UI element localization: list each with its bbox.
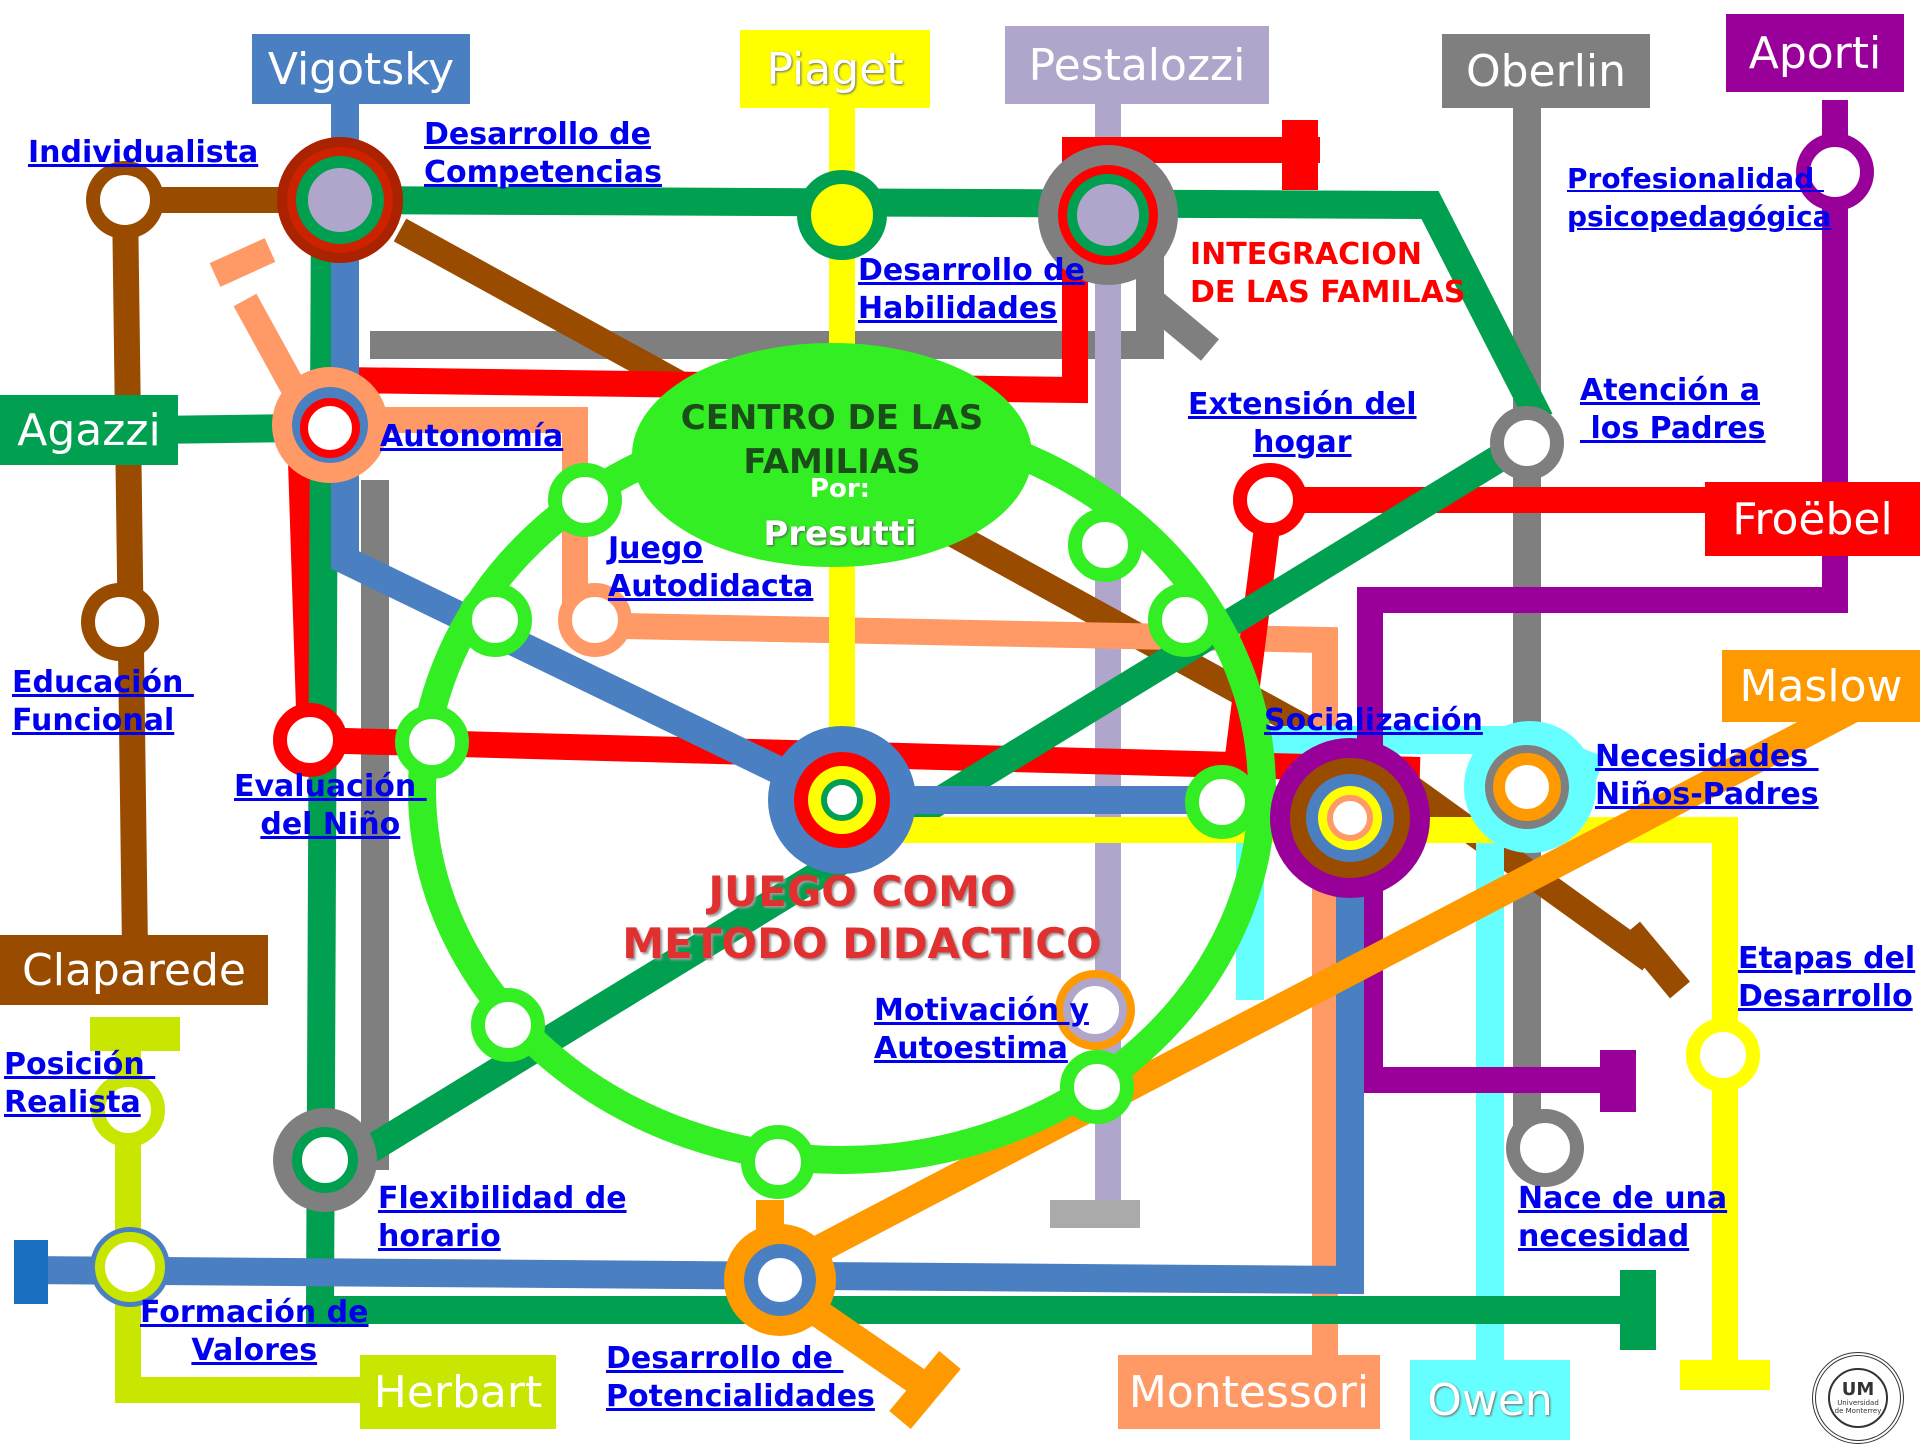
centro-author: Presutti [763, 514, 917, 554]
herbart-line [90, 1017, 380, 1403]
ring-stations [395, 463, 1259, 1199]
station-extension-hogar[interactable]: Extensión del hogar [1188, 387, 1417, 460]
line-label-maslow[interactable]: Maslow [1722, 650, 1920, 722]
aporti-line [1357, 100, 1848, 1112]
station-autonomia[interactable]: Autonomía [380, 419, 564, 454]
seal-text: Universidad de Monterrey [1834, 1399, 1882, 1415]
line-label-piaget[interactable]: Piaget [740, 30, 930, 108]
university-seal: UM Universidad de Monterrey [1812, 1352, 1904, 1444]
station-necesidades[interactable]: Necesidades Niños-Padres [1595, 739, 1819, 812]
station-individualista[interactable]: Individualista [28, 135, 259, 170]
station-flexibilidad[interactable]: Flexibilidad de horario [378, 1181, 627, 1254]
vigotsky-line [14, 100, 1364, 1304]
station-desarrollo-potencialidades[interactable]: Desarrollo de Potencialidades [606, 1341, 875, 1414]
station-etapas-desarrollo[interactable]: Etapas del Desarrollo [1738, 941, 1916, 1014]
line-label-agazzi[interactable]: Agazzi [0, 395, 178, 465]
line-label-herbart[interactable]: Herbart [360, 1355, 556, 1429]
station-atencion-padres[interactable]: Atención a los Padres [1580, 373, 1766, 446]
station-integracion: INTEGRACION DE LAS FAMILAS [1190, 237, 1466, 310]
station-formacion-valores[interactable]: Formación de Valores [140, 1295, 369, 1368]
line-label-froebel[interactable]: Froëbel [1705, 482, 1920, 556]
station-educacion-funcional[interactable]: Educación Funcional [12, 665, 184, 738]
station-markers [81, 133, 1874, 1336]
line-label-aporti[interactable]: Aporti [1726, 14, 1904, 92]
line-label-vigotsky[interactable]: Vigotsky [252, 34, 470, 104]
station-nace-necesidad[interactable]: Nace de una necesidad [1518, 1181, 1728, 1254]
station-motivacion[interactable]: Motivación y Autoestima [874, 993, 1089, 1066]
station-desarrollo-habilidades[interactable]: Desarrollo de Habilidades [858, 253, 1085, 326]
centro-title: CENTRO DE LAS FAMILIAS [680, 398, 984, 482]
station-juego-autodidacta[interactable]: Juego Autodidacta [608, 531, 814, 604]
line-label-montessori[interactable]: Montessori [1118, 1355, 1380, 1429]
centro-ellipse [632, 343, 1032, 567]
hub-title: JUEGO COMO METODO DIDACTICO [622, 867, 1102, 968]
seal-logo-icon: UM [1841, 1379, 1875, 1400]
station-desarrollo-competencias[interactable]: Desarrollo de Competencias [424, 117, 662, 190]
line-label-pestalozzi[interactable]: Pestalozzi [1005, 26, 1269, 104]
line-label-owen[interactable]: Owen [1410, 1360, 1570, 1440]
station-evaluacion-nino[interactable]: Evaluación del Niño [234, 769, 417, 842]
line-label-oberlin[interactable]: Oberlin [1442, 34, 1650, 108]
station-posicion-realista[interactable]: Posición Realista [4, 1047, 145, 1120]
station-socializacion[interactable]: Socialización [1264, 703, 1483, 738]
line-label-claparede[interactable]: Claparede [0, 935, 268, 1005]
centro-por: Por: [809, 474, 871, 504]
station-profesionalidad[interactable]: Profesionalidad psicopedagógica [1567, 162, 1832, 233]
